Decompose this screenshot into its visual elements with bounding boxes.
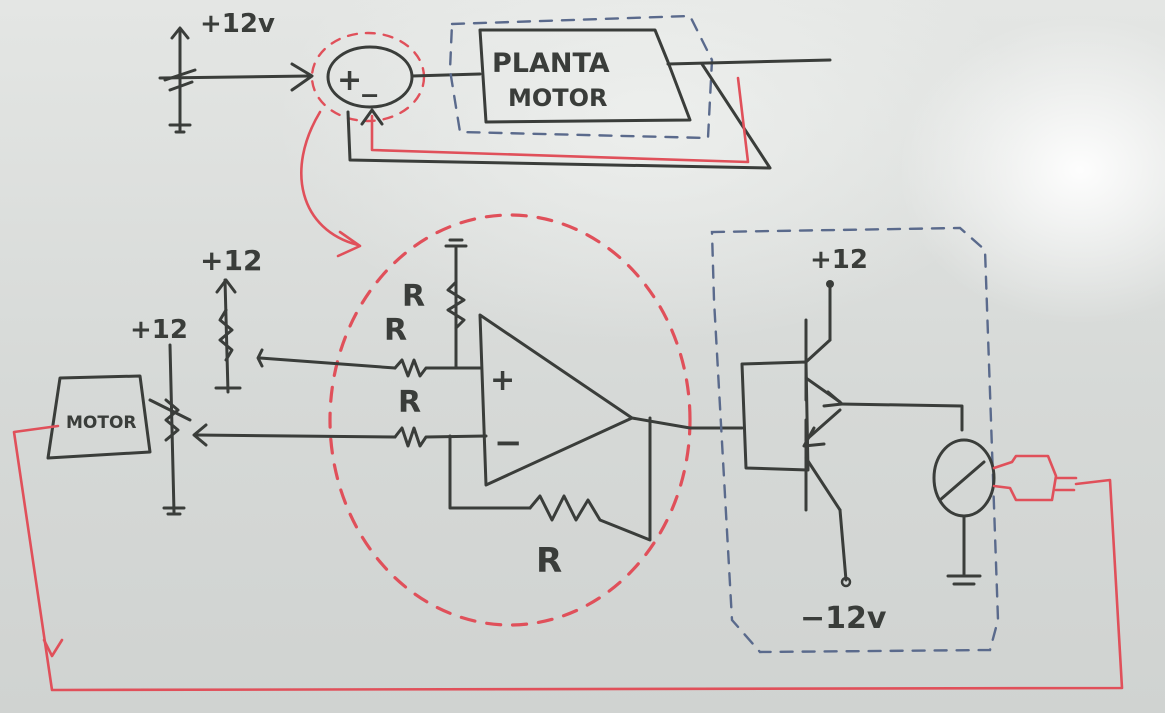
opamp-output-line: [630, 416, 744, 430]
summing-junction-label: +_: [337, 63, 377, 98]
driver-motor-ground: [946, 574, 982, 586]
feedback-path-red: [370, 76, 750, 164]
left-input-section: +12 +12 MOTOR: [46, 244, 262, 516]
shaft-sensor: [992, 454, 1058, 502]
outer-feedback-loop: [12, 424, 1124, 692]
red-pointer-arrow: [336, 230, 362, 258]
junction-to-plant-line: [410, 72, 482, 78]
plus-resistor: [393, 358, 482, 378]
base-bracket: [740, 360, 810, 472]
input-arrow-head: [290, 62, 314, 92]
neg-supply-line: [838, 508, 848, 582]
r-plus-label: R: [384, 313, 407, 348]
motor-pot-zigzag: [164, 398, 180, 442]
motor-pot-ground: [162, 506, 186, 516]
pnp-legs: [804, 408, 842, 512]
r-minus-label: R: [398, 385, 421, 420]
opamp-triangle: [478, 313, 634, 487]
driver-stage: +12 −12v: [710, 226, 1078, 654]
shaft-sensor-leads: [1054, 476, 1078, 492]
motor-supply-label: +12: [130, 315, 188, 345]
motor-pot-wiper: [148, 398, 192, 422]
opamp-plus-label: +: [490, 363, 515, 398]
opamp-minus-label: −: [494, 423, 523, 463]
plus-input-line: [258, 356, 397, 370]
driver-boundary-dashed: [710, 226, 1000, 654]
top-resistor: [446, 280, 466, 330]
driver-neg-supply: −12v: [800, 601, 887, 636]
r-top-label: R: [402, 279, 425, 314]
neg-supply-node: [840, 576, 852, 588]
ref-pot-arrow: [215, 278, 237, 294]
plus-input-arrow: [256, 348, 264, 368]
motor-label: MOTOR: [66, 413, 137, 433]
plant-label-1: PLANTA: [492, 48, 610, 79]
feedback-resistor: [528, 416, 652, 542]
feedback-path-black: [346, 62, 772, 170]
top-pot-ground: [168, 123, 192, 134]
ref-pot-zigzag: [218, 308, 234, 362]
output-line: [666, 58, 832, 66]
driver-output-line: [838, 402, 964, 432]
top-ground-symbol: [444, 238, 468, 248]
plant-block: [478, 28, 692, 124]
driver-pos-supply: +12: [810, 245, 868, 275]
pot-supply-label: +12: [200, 244, 262, 277]
input-signal-line: [158, 74, 312, 80]
feedback-left-line: [448, 434, 532, 510]
outer-feedback-arrow: [42, 638, 64, 658]
r-feedback-label: R: [536, 541, 562, 581]
minus-input-line: [194, 433, 397, 439]
minus-resistor: [393, 426, 488, 448]
opamp-highlight-circle: [328, 213, 692, 627]
npn-legs: [804, 338, 842, 404]
driver-motor-wiper: [938, 460, 986, 502]
plant-label-2: MOTOR: [508, 84, 608, 112]
minus-input-arrow: [192, 423, 208, 447]
pos-supply-node: [826, 280, 834, 288]
top-pot-arrow: [170, 26, 190, 40]
red-pointer-curve: [300, 110, 360, 247]
motor-pot-line: [168, 343, 176, 514]
top-supply-label: +12v: [200, 9, 275, 39]
motor-block: [46, 374, 152, 460]
pnp-emitter-arrow: [802, 426, 826, 448]
opamp-section: + − R R R R: [192, 213, 744, 627]
top-control-loop: +12v +_ PLANTA MOTOR: [158, 9, 832, 170]
feedback-arrow-head: [360, 108, 384, 126]
